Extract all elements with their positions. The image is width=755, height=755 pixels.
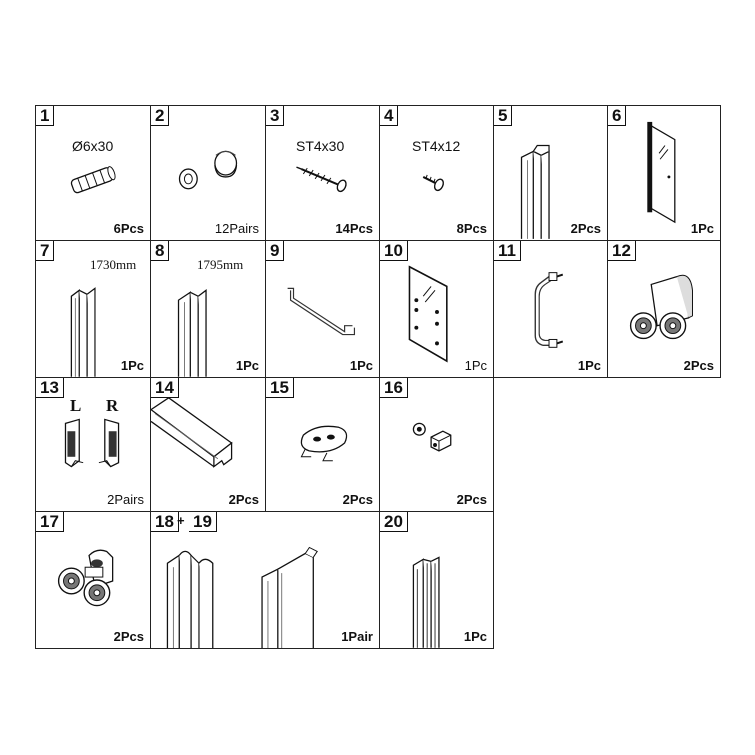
part-quantity: 2Pcs — [570, 221, 601, 236]
part-quantity: 1Pair — [341, 629, 373, 644]
part-number: 7 — [36, 241, 55, 261]
part-quantity: 6Pcs — [113, 221, 144, 236]
part-cell-7: 7 1730mm 1Pc — [35, 240, 151, 378]
part-cell-9: 9 1Pc — [265, 240, 380, 378]
part-cell-12: 12 2Pcs — [607, 240, 721, 378]
part-number: 3 — [266, 106, 285, 126]
part-number: 6 — [608, 106, 627, 126]
part-number-secondary: 19 — [189, 512, 217, 532]
fixed-glass-panel-icon — [647, 121, 676, 224]
part-cell-6: 6 1Pc — [607, 105, 721, 241]
plus-sign: + — [177, 513, 185, 528]
part-spec: 1795mm — [197, 257, 244, 272]
part-cell-1: 1 Ø6x30 6Pcs — [35, 105, 151, 241]
part-number: 15 — [266, 378, 294, 398]
part-number: 9 — [266, 241, 285, 261]
part-quantity: 1Pc — [120, 358, 144, 373]
part-cell-17: 17 2Pcs — [35, 511, 151, 649]
part-cell-14: 14 2Pcs — [150, 377, 266, 512]
part-quantity: 1Pc — [235, 358, 259, 373]
part-number: 16 — [380, 378, 408, 398]
part-cell-3: 3 ST4x30 14Pcs — [265, 105, 380, 241]
part-number: 11 — [494, 241, 521, 261]
part-cell-2: 2 12Pairs — [150, 105, 266, 241]
seal-strip-icon — [412, 556, 440, 648]
part-spec: 1730mm — [90, 257, 137, 272]
right-label: R — [106, 396, 119, 415]
part-quantity: 1Pc — [349, 358, 373, 373]
part-cell-5: 5 2Pcs — [493, 105, 608, 241]
part-cell-13: 13 L R 2Pairs — [35, 377, 151, 512]
part-number: 12 — [608, 241, 636, 261]
left-label: L — [70, 396, 82, 415]
wall-profile-icon — [520, 144, 550, 239]
wall-plug-icon — [70, 166, 116, 194]
part-number: 2 — [151, 106, 170, 126]
part-quantity: 14Pcs — [335, 221, 373, 236]
part-number: 13 — [36, 378, 64, 398]
part-cell-18-19: 18 + 19 1Pair — [150, 511, 380, 649]
part-number: 17 — [36, 512, 64, 532]
part-quantity: 2Pairs — [107, 492, 144, 507]
part-number: 4 — [380, 106, 399, 126]
part-number: 8 — [151, 241, 170, 261]
glass-door-icon — [408, 265, 448, 363]
part-quantity: 2Pcs — [456, 492, 487, 507]
part-number: 20 — [380, 512, 408, 532]
part-quantity: 2Pcs — [228, 492, 259, 507]
part-quantity: 1Pc — [463, 629, 487, 644]
door-handle-icon — [534, 272, 564, 348]
part-cell-10: 10 1Pc — [379, 240, 494, 378]
part-number: 18 — [151, 512, 179, 532]
part-cell-8: 8 1795mm 1Pc — [150, 240, 266, 378]
part-quantity: 2Pcs — [342, 492, 373, 507]
part-spec: ST4x30 — [296, 138, 345, 154]
part-number: 5 — [494, 106, 513, 126]
long-screw-icon — [296, 166, 347, 193]
part-spec: Ø6x30 — [72, 138, 114, 154]
roller-icon — [57, 549, 114, 607]
part-quantity: 1Pc — [464, 358, 487, 373]
part-number: 1 — [36, 106, 55, 126]
part-quantity: 2Pcs — [113, 629, 144, 644]
part-number: 10 — [380, 241, 408, 261]
short-screw-icon — [422, 174, 444, 192]
towel-bar-icon — [287, 287, 356, 336]
part-spec: ST4x12 — [412, 138, 461, 154]
roller-icon — [629, 274, 693, 340]
part-number: 14 — [151, 378, 179, 398]
part-quantity: 1Pc — [690, 221, 714, 236]
part-cell-11: 11 1Pc — [493, 240, 608, 378]
part-quantity: 8Pcs — [456, 221, 487, 236]
part-quantity: 1Pc — [577, 358, 601, 373]
part-cell-4: 4 ST4x12 8Pcs — [379, 105, 494, 241]
part-cell-20: 20 1Pc — [379, 511, 494, 649]
magnetic-seal-icon — [166, 546, 318, 648]
screw-cover-icon — [178, 150, 238, 190]
part-quantity: 2Pcs — [683, 358, 714, 373]
part-cell-15: 15 2Pcs — [265, 377, 380, 512]
part-quantity: 12Pairs — [214, 221, 259, 236]
part-cell-16: 16 2Pcs — [379, 377, 494, 512]
